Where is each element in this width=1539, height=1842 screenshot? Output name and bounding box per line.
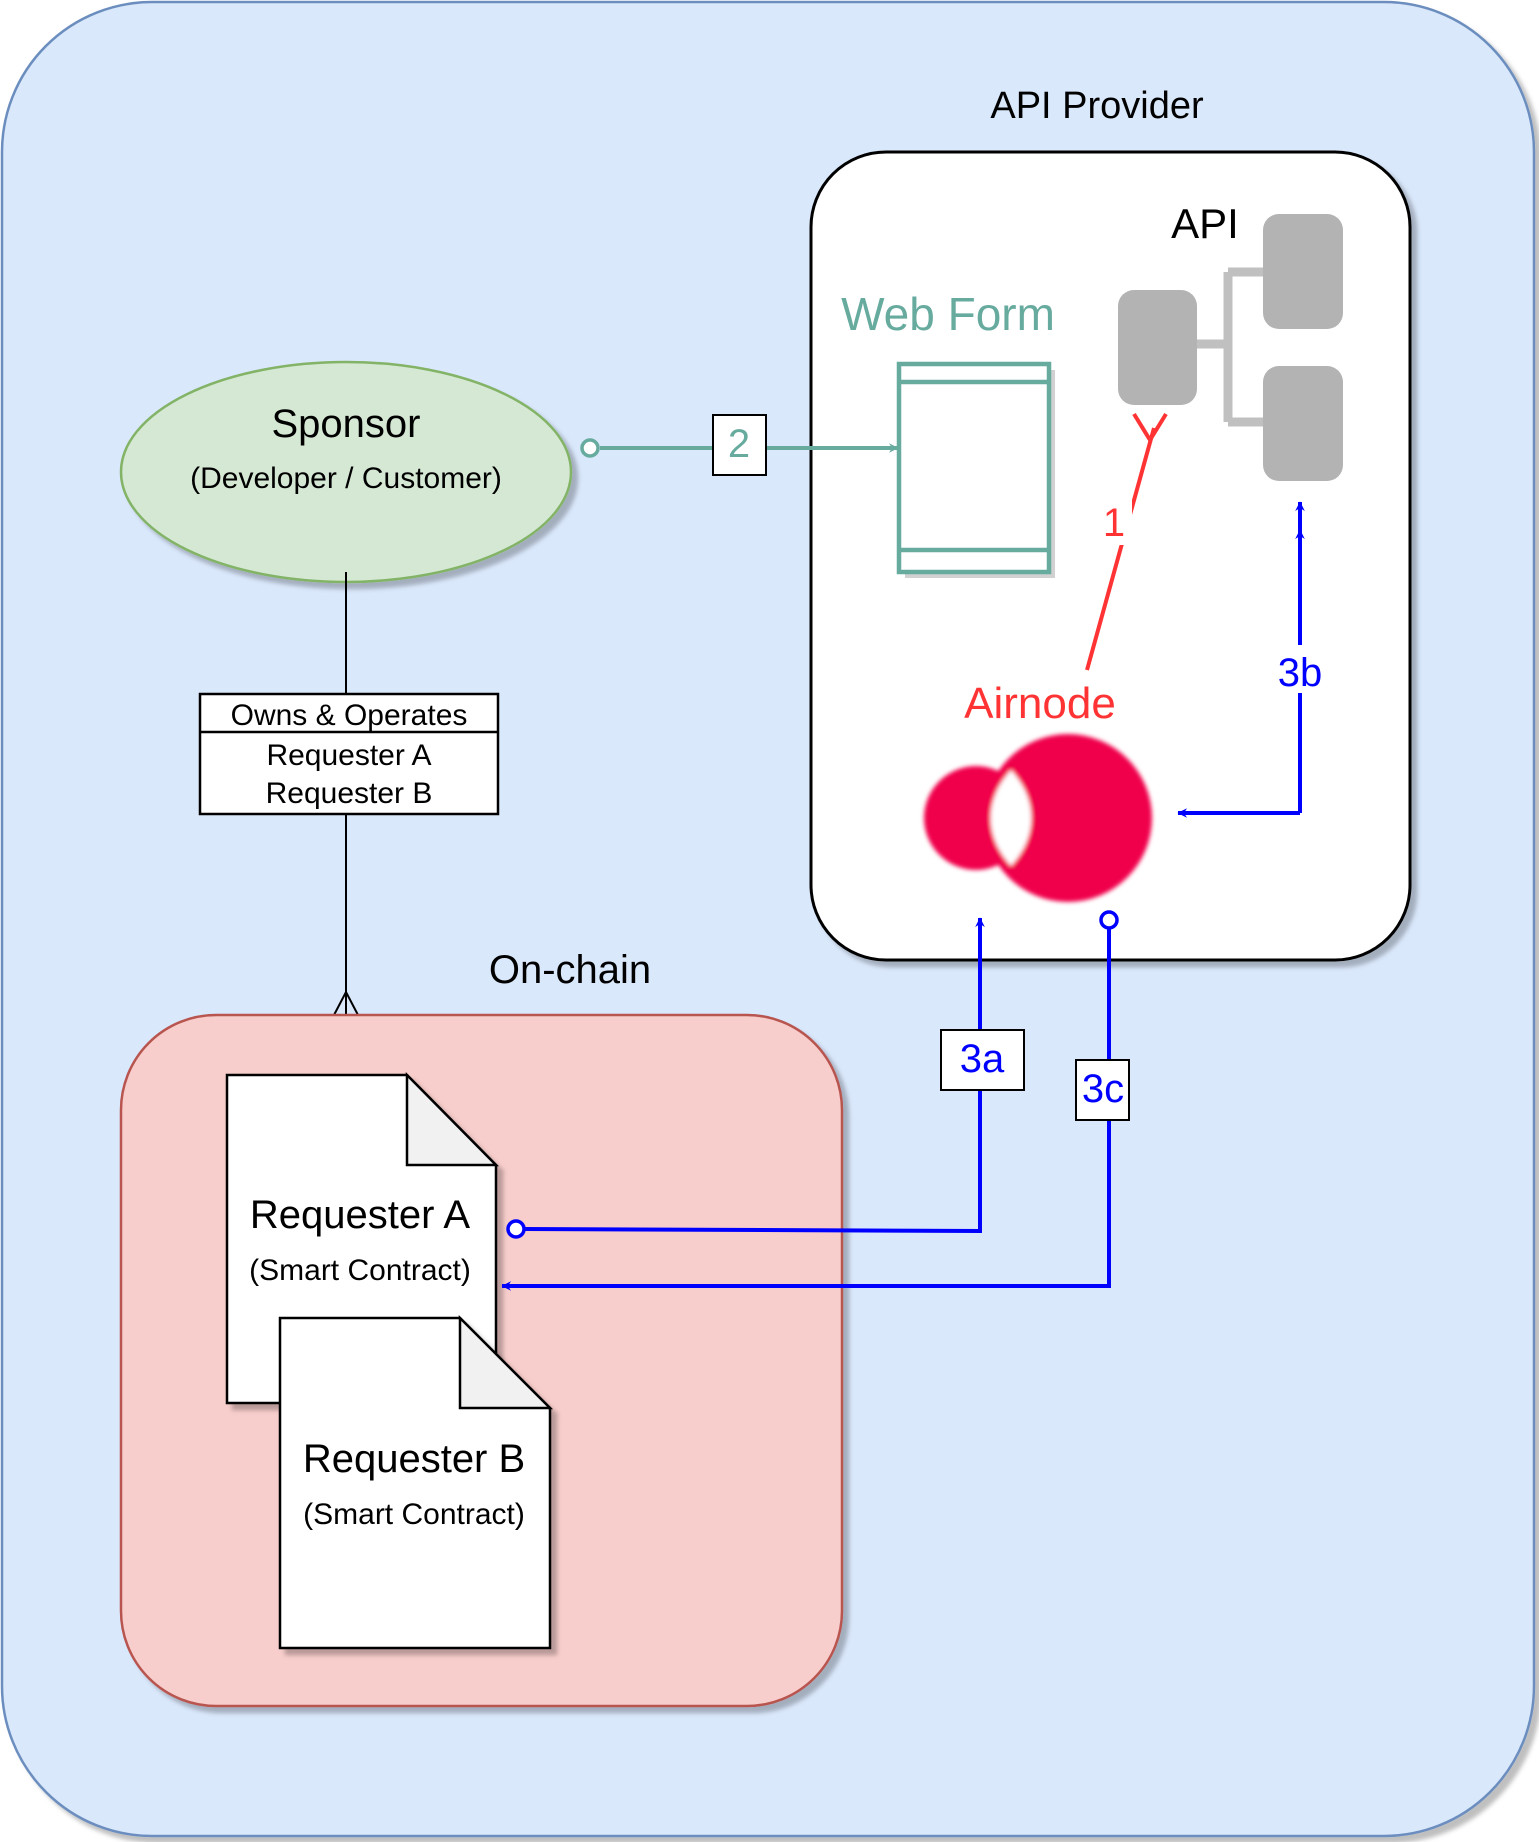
web-form-icon <box>896 361 1055 578</box>
step-3a-label: 3a <box>960 1037 1005 1081</box>
step-3a-connector <box>506 917 985 1239</box>
step-1-label-bg <box>1100 495 1132 545</box>
requester-a-subtitle: (Smart Contract) <box>249 1254 471 1287</box>
api-network-icon <box>1118 214 1343 481</box>
owns-header: Owns & Operates <box>231 699 468 732</box>
sponsor-title: Sponsor <box>272 402 421 446</box>
step-3a-box <box>940 1029 1025 1091</box>
sponsor-subtitle: (Developer / Customer) <box>190 462 502 495</box>
step-3b-label: 3b <box>1278 651 1323 695</box>
api-label: API <box>1171 200 1239 247</box>
step-1-connector <box>1085 412 1168 671</box>
step-2-label: 2 <box>728 422 750 466</box>
requester-b-title: Requester B <box>303 1437 525 1481</box>
api-provider-label: API Provider <box>990 85 1204 127</box>
requester-a-title: Requester A <box>250 1193 470 1237</box>
requester-b-subtitle: (Smart Contract) <box>303 1498 525 1531</box>
step-3c-box <box>1075 1059 1130 1121</box>
owns-onchain-connector <box>333 814 359 1016</box>
step-1-label: 1 <box>1103 501 1125 545</box>
on-chain-label: On-chain <box>489 948 651 992</box>
airnode-label: Airnode <box>964 679 1116 728</box>
requester-b-document <box>278 1314 554 1650</box>
step-2-box <box>712 414 767 476</box>
owns-operates-box <box>198 692 500 816</box>
owns-item-requester-b: Requester B <box>266 777 433 810</box>
step-3b-label-bg <box>1270 645 1332 693</box>
owns-item-requester-a: Requester A <box>266 739 431 772</box>
step-3c-connector <box>501 910 1119 1291</box>
airnode-logo-icon <box>924 734 1152 902</box>
step-3c-label: 3c <box>1082 1067 1124 1111</box>
web-form-label: Web Form <box>841 288 1055 340</box>
